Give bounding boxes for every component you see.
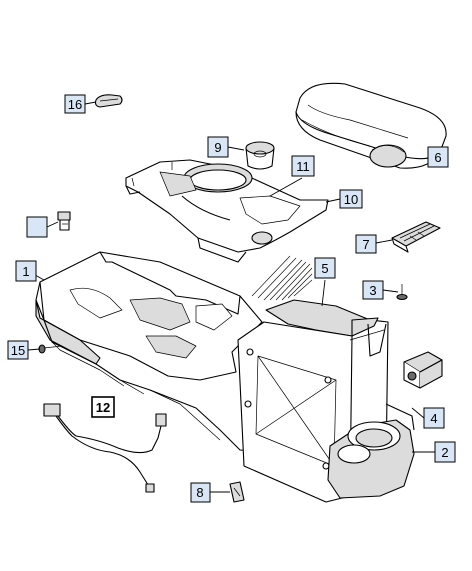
callout-6: 6 [427, 146, 449, 168]
svg-text:9: 9 [214, 140, 221, 155]
callout-5: 5 [314, 257, 336, 279]
callout-10: 10 [339, 189, 363, 209]
part-6-armrest-lid [295, 82, 447, 169]
callout-3: 3 [362, 280, 384, 300]
part-15-screw [38, 344, 63, 354]
part-10-top-bezel [125, 159, 329, 263]
part-12-harness [43, 403, 167, 493]
svg-text:8: 8 [196, 485, 203, 500]
svg-text:6: 6 [434, 150, 441, 165]
part-7-tray [391, 221, 441, 253]
part-3-screw [396, 284, 408, 301]
svg-text:11: 11 [296, 159, 310, 174]
part-5-rear-bin [237, 299, 389, 503]
svg-text:4: 4 [430, 411, 437, 426]
callout-13: 16 [64, 94, 86, 114]
callout-2: 2 [434, 441, 456, 463]
callout-7: 7 [355, 234, 377, 254]
floor-hatching [251, 255, 313, 301]
svg-text:2: 2 [441, 445, 448, 460]
svg-text:1: 1 [22, 264, 29, 279]
part-16-switch [57, 211, 71, 231]
part-2-cupholder [327, 403, 415, 499]
svg-text:12: 12 [96, 400, 110, 415]
callout-15: 15 [7, 340, 29, 360]
callout-4: 4 [423, 407, 445, 429]
svg-text:7: 7 [362, 237, 369, 252]
part-13-clip [94, 94, 123, 108]
callout-11: 11 [291, 155, 315, 177]
callout-1: 1 [15, 260, 37, 282]
part-1-console-base [35, 251, 265, 453]
callout-9: 9 [207, 136, 229, 158]
svg-text:15: 15 [11, 343, 25, 358]
svg-text:3: 3 [369, 283, 376, 298]
svg-text:5: 5 [321, 261, 328, 276]
callout-16 [26, 216, 48, 238]
part-8-clip [229, 481, 245, 503]
callout-8: 8 [190, 482, 211, 503]
callout-12: 12 [91, 396, 115, 418]
part-9-cup-insert [245, 141, 275, 170]
svg-text:10: 10 [344, 192, 358, 207]
part-4-outlet [403, 351, 443, 389]
svg-text:16: 16 [68, 97, 82, 112]
